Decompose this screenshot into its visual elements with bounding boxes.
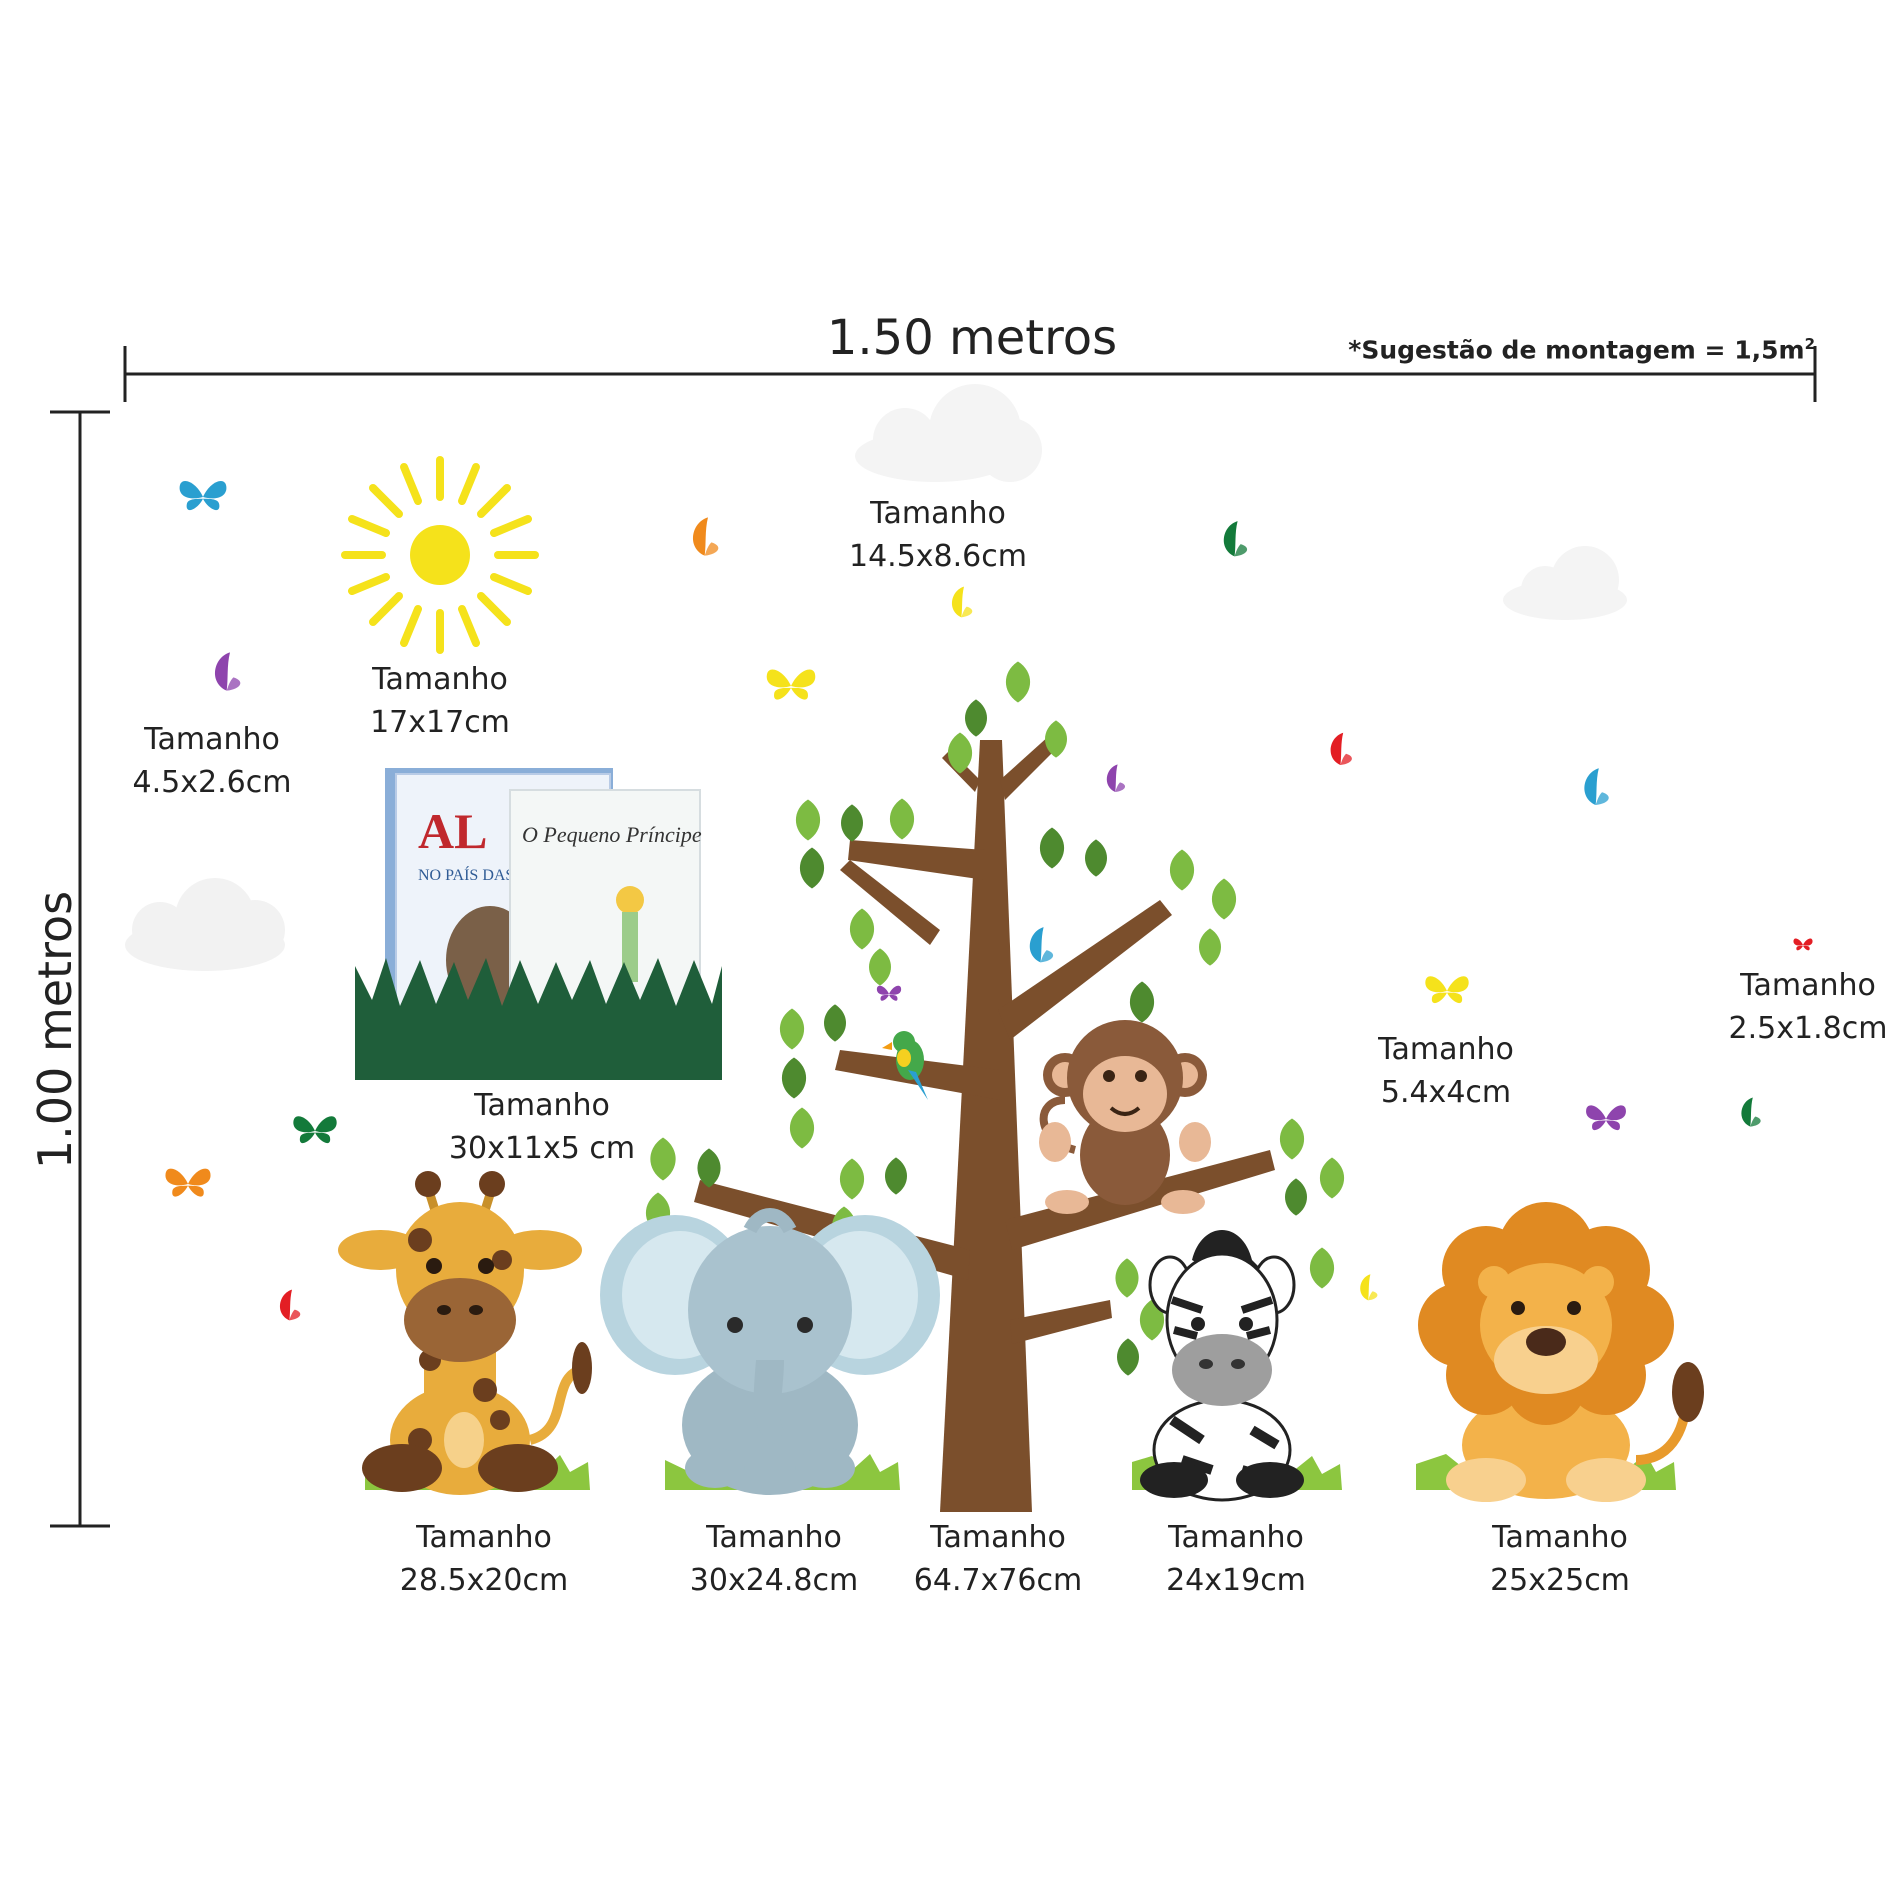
size-label-word: Tamanho <box>144 722 280 757</box>
size-label-value: 14.5x8.6cm <box>849 539 1027 574</box>
size-label-word: Tamanho <box>1168 1520 1304 1555</box>
size-label-elephant: Tamanho 30x24.8cm <box>690 1516 858 1602</box>
butterfly-icon <box>1330 732 1352 765</box>
lion <box>1416 1202 1704 1502</box>
butterfly-icon <box>766 669 816 700</box>
cloud-left <box>125 878 285 971</box>
size-label-value: 2.5x1.8cm <box>1728 1011 1888 1046</box>
size-label-tree: Tamanho 64.7x76cm <box>914 1516 1082 1602</box>
monkey <box>1039 1020 1211 1214</box>
height-dimension-line <box>50 410 110 1528</box>
assembly-suggestion: *Sugestão de montagem = 1,5m2 <box>1348 335 1815 364</box>
size-label-value: 28.5x20cm <box>399 1563 569 1598</box>
width-dimension-label: 1.50 metros <box>826 310 1118 366</box>
butterfly-icon <box>952 586 973 618</box>
butterfly-icon <box>1223 521 1248 557</box>
butterfly-icon <box>165 1168 211 1197</box>
butterfly-icon <box>1584 768 1609 805</box>
butterfly-icon <box>1106 764 1126 792</box>
butterfly-icon <box>215 652 241 691</box>
size-label-cloud: Tamanho 14.5x8.6cm <box>849 492 1027 578</box>
size-label-value: 64.7x76cm <box>913 1563 1083 1598</box>
size-label-small-butterfly: Tamanho 5.4x4cm <box>1378 1028 1514 1114</box>
size-label-word: Tamanho <box>1492 1520 1628 1555</box>
size-label-value: 4.5x2.6cm <box>132 765 292 800</box>
butterfly-icon <box>1029 927 1054 963</box>
size-label-value: 17x17cm <box>370 705 510 740</box>
zebra <box>1132 1230 1342 1502</box>
assembly-suggestion-text: *Sugestão de montagem = 1,5m <box>1348 335 1805 365</box>
parrot <box>882 1031 928 1100</box>
butterfly-icon <box>1793 938 1813 951</box>
size-label-word: Tamanho <box>706 1520 842 1555</box>
size-label-zebra: Tamanho 24x19cm <box>1166 1516 1306 1602</box>
butterfly-icon <box>1741 1097 1761 1127</box>
cloud-top <box>855 384 1042 482</box>
size-label-word: Tamanho <box>372 662 508 697</box>
butterfly-icon <box>1425 976 1469 1004</box>
size-label-value: 24x19cm <box>1166 1563 1306 1598</box>
book-alice-subtitle: NO PAÍS DAS <box>418 865 514 884</box>
cloud-right <box>1503 546 1627 620</box>
size-label-word: Tamanho <box>416 1520 552 1555</box>
size-label-giraffe: Tamanho 28.5x20cm <box>400 1516 568 1602</box>
book-alice-title: AL <box>418 803 487 859</box>
butterfly-icon <box>293 1116 337 1144</box>
book-little-prince-title: O Pequeno Príncipe <box>522 822 702 847</box>
butterfly-icon <box>693 517 719 556</box>
size-label-value: 25x25cm <box>1490 1563 1630 1598</box>
size-label-tiny-butterfly: Tamanho 2.5x1.8cm <box>1729 964 1888 1050</box>
butterfly-icon <box>876 985 902 1001</box>
bookshelf-with-books: AL NO PAÍS DAS O Pequeno Príncipe <box>355 768 722 1080</box>
elephant <box>600 1208 940 1495</box>
size-label-sun: Tamanho 17x17cm <box>370 658 510 744</box>
size-label-value: 30x11x5 cm <box>448 1131 636 1166</box>
size-label-word: Tamanho <box>1740 968 1876 1003</box>
size-label-word: Tamanho <box>930 1520 1066 1555</box>
size-label-value: 30x24.8cm <box>689 1563 859 1598</box>
butterfly-icon <box>1360 1274 1378 1301</box>
size-label-word: Tamanho <box>870 496 1006 531</box>
giraffe <box>338 1171 592 1495</box>
butterfly-icon <box>1586 1105 1626 1131</box>
width-dimension-line <box>123 346 1817 402</box>
size-label-bookshelf: Tamanho 30x11x5 cm <box>449 1084 635 1170</box>
assembly-suggestion-superscript: 2 <box>1804 335 1815 353</box>
size-label-butterfly: Tamanho 4.5x2.6cm <box>133 718 292 804</box>
butterfly-icon <box>280 1289 301 1321</box>
height-dimension-label: 1.00 metros <box>28 890 82 1170</box>
size-label-lion: Tamanho 25x25cm <box>1490 1516 1630 1602</box>
size-label-word: Tamanho <box>1378 1032 1514 1067</box>
butterfly-icon <box>179 481 227 511</box>
size-label-word: Tamanho <box>474 1088 610 1123</box>
size-label-value: 5.4x4cm <box>1380 1075 1512 1110</box>
sun <box>341 456 539 654</box>
